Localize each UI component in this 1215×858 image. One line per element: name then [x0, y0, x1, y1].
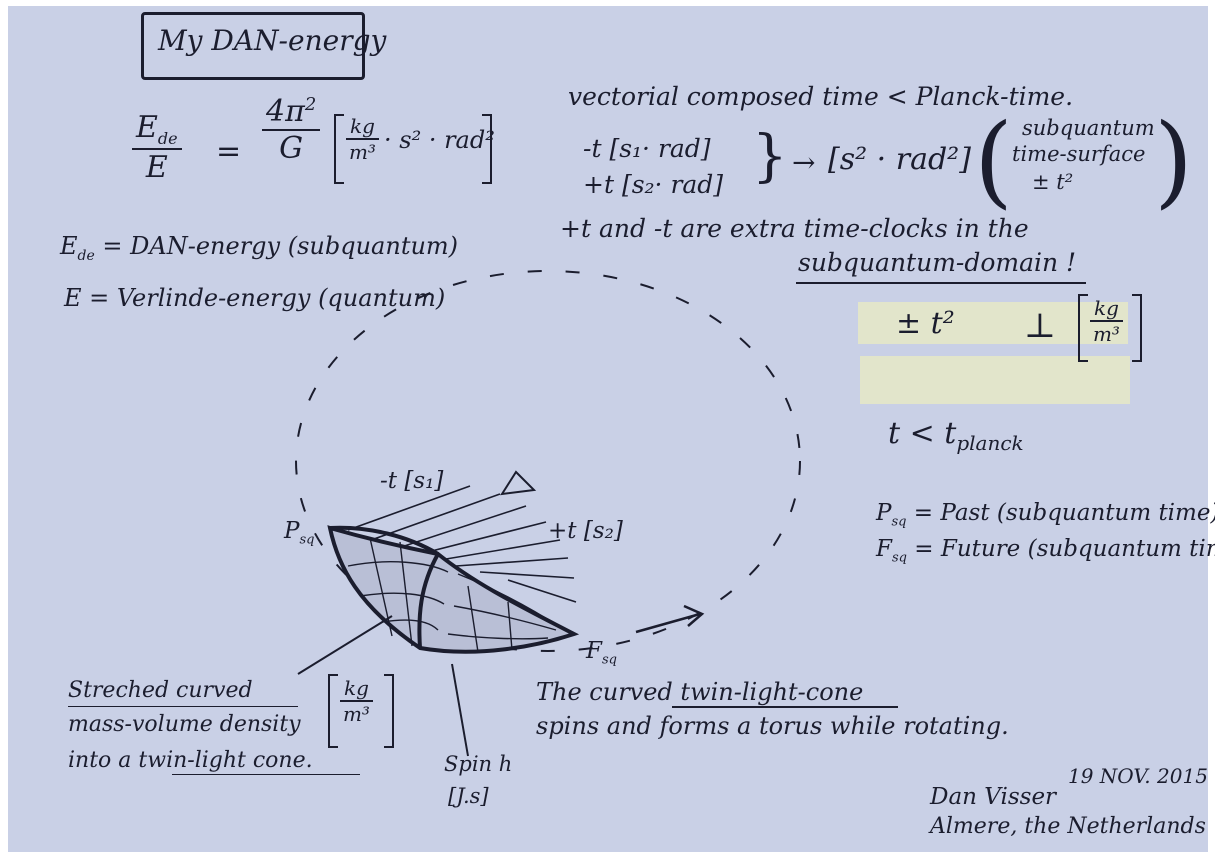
- time-hatch-lines: [347, 485, 577, 603]
- formula-lhs-sub: de: [157, 129, 178, 148]
- legend-psq-letter: P: [876, 500, 892, 526]
- diagram-psq-letter: P: [284, 518, 300, 544]
- clocks-line-1: +t and -t are extra time-clocks in the: [560, 214, 1029, 243]
- density-unit-num: kg: [340, 676, 373, 702]
- density-bracket-left: [328, 674, 338, 748]
- dashed-torus-circle: [295, 270, 801, 652]
- diagram-psq: Psq: [284, 518, 314, 548]
- legend-fsq: Fsq = Future (subquantum time): [876, 536, 1215, 566]
- formula-lhs-den: E: [145, 150, 168, 185]
- formula-unit: kg m³: [346, 114, 379, 164]
- formula-lhs-num: E: [136, 110, 158, 145]
- formula-equals: =: [216, 134, 242, 169]
- formula-unit-den: m³: [348, 140, 376, 164]
- formula-unit-rest: · s² · rad²: [384, 126, 495, 154]
- planck-text: t < t: [888, 416, 957, 451]
- definition-ede-letter: E: [60, 232, 78, 260]
- clocks-underline: [796, 282, 1086, 284]
- paper-sheet: My DAN-energy Ede E = 4π2 G kg m³ · s² ·…: [8, 6, 1215, 852]
- perp-unit: kg m³: [1090, 296, 1123, 346]
- density-underline-2: [172, 774, 360, 775]
- perp-unit-num: kg: [1090, 296, 1123, 322]
- perp-bracket-left: [1078, 294, 1088, 362]
- tape-strip-bottom: [860, 356, 1130, 404]
- legend-fsq-letter: F: [876, 536, 892, 562]
- arrow-right: →: [792, 146, 816, 179]
- definition-ede-sub: de: [77, 247, 95, 264]
- rotation-arrow-shaft: [635, 612, 701, 634]
- paren-left: (: [974, 102, 1014, 219]
- perp-lhs: ± t²: [896, 306, 955, 341]
- formula-rhs: 4π2 G: [262, 94, 321, 166]
- signature-place: Almere, the Netherlands: [930, 814, 1206, 839]
- formula-rhs-sup: 2: [304, 94, 317, 115]
- torus-line-1: The curved twin-light-cone: [536, 678, 864, 706]
- diagram-minus-t: -t [s₁]: [380, 468, 444, 494]
- formula-bracket-right: [482, 114, 492, 184]
- pointer-line-spin: [451, 663, 469, 757]
- clocks-line-2: subquantum-domain !: [798, 248, 1077, 277]
- legend-psq-text: = Past (subquantum time): [913, 500, 1215, 526]
- rotation-arrow-head: [683, 604, 705, 627]
- legend-psq-sub: sq: [891, 514, 907, 530]
- planck-sub: planck: [956, 431, 1024, 455]
- curly-brace: }: [752, 124, 788, 189]
- formula-rhs-den: G: [279, 131, 304, 166]
- paren-line-1: subquantum: [1022, 116, 1155, 140]
- perp-bracket-right: [1132, 294, 1142, 362]
- definition-ede: Ede = DAN-energy (subquantum): [60, 232, 458, 264]
- density-underline-1: [68, 706, 298, 707]
- page-title: My DAN-energy: [158, 24, 387, 57]
- twin-light-cone-diagram: [295, 270, 801, 757]
- legend-fsq-text: = Future (subquantum time): [914, 536, 1215, 562]
- diagram-fsq-sub: sq: [601, 652, 617, 668]
- paren-line-2: time-surface: [1012, 142, 1146, 166]
- paren-right: ): [1154, 102, 1194, 219]
- torus-line-2: spins and forms a torus while rotating.: [536, 712, 1009, 740]
- definition-e: E = Verlinde-energy (quantum): [64, 284, 446, 312]
- torus-underline: [672, 706, 898, 708]
- legend-psq: Psq = Past (subquantum time): [876, 500, 1215, 530]
- density-line-2: mass-volume density: [68, 712, 301, 737]
- perp-symbol: ⊥: [1024, 306, 1056, 346]
- density-line-1: Streched curved: [68, 678, 253, 703]
- density-line-3: into a twin-light cone.: [68, 748, 313, 773]
- spin-line-1: Spin h: [444, 752, 513, 776]
- paren-line-3: ± t²: [1032, 170, 1074, 194]
- spin-line-2: [J.s]: [448, 784, 489, 808]
- cone-upper-edge: [329, 525, 440, 556]
- density-unit: kg m³: [340, 676, 373, 726]
- minus-t-row: -t [s₁· rad]: [583, 134, 711, 163]
- diagram-plus-t: +t [s₂]: [548, 518, 623, 544]
- diagram-fsq-letter: F: [586, 638, 602, 664]
- density-bracket-right: [384, 674, 394, 748]
- perp-unit-den: m³: [1092, 322, 1120, 346]
- signature-name: Dan Visser: [930, 784, 1057, 810]
- formula-rhs-num: 4π: [266, 94, 305, 129]
- formula-bracket-left: [334, 114, 344, 184]
- definition-ede-text: = DAN-energy (subquantum): [102, 232, 459, 260]
- legend-fsq-sub: sq: [891, 550, 907, 566]
- density-unit-den: m³: [342, 702, 370, 726]
- diagram-psq-sub: sq: [299, 532, 315, 548]
- vector-time-heading: vectorial composed time < Planck-time.: [568, 82, 1074, 111]
- title-box: [141, 12, 365, 80]
- plus-t-row: +t [s₂· rad]: [583, 170, 724, 199]
- signature-date: 19 NOV. 2015: [1068, 764, 1208, 788]
- diagram-fsq: Fsq: [586, 638, 617, 668]
- formula-unit-num: kg: [346, 114, 379, 140]
- vector-time-result: [s² · rad²]: [828, 142, 971, 177]
- planck-relation: t < tplanck: [888, 416, 1024, 455]
- small-triangle-marker: [500, 470, 537, 496]
- cone-inner-edge: [417, 553, 440, 649]
- pointer-line-density: [297, 615, 393, 675]
- cone-mesh-lines: [347, 537, 559, 653]
- tape-strip-top: [858, 302, 1128, 344]
- formula-lhs: Ede E: [132, 110, 182, 185]
